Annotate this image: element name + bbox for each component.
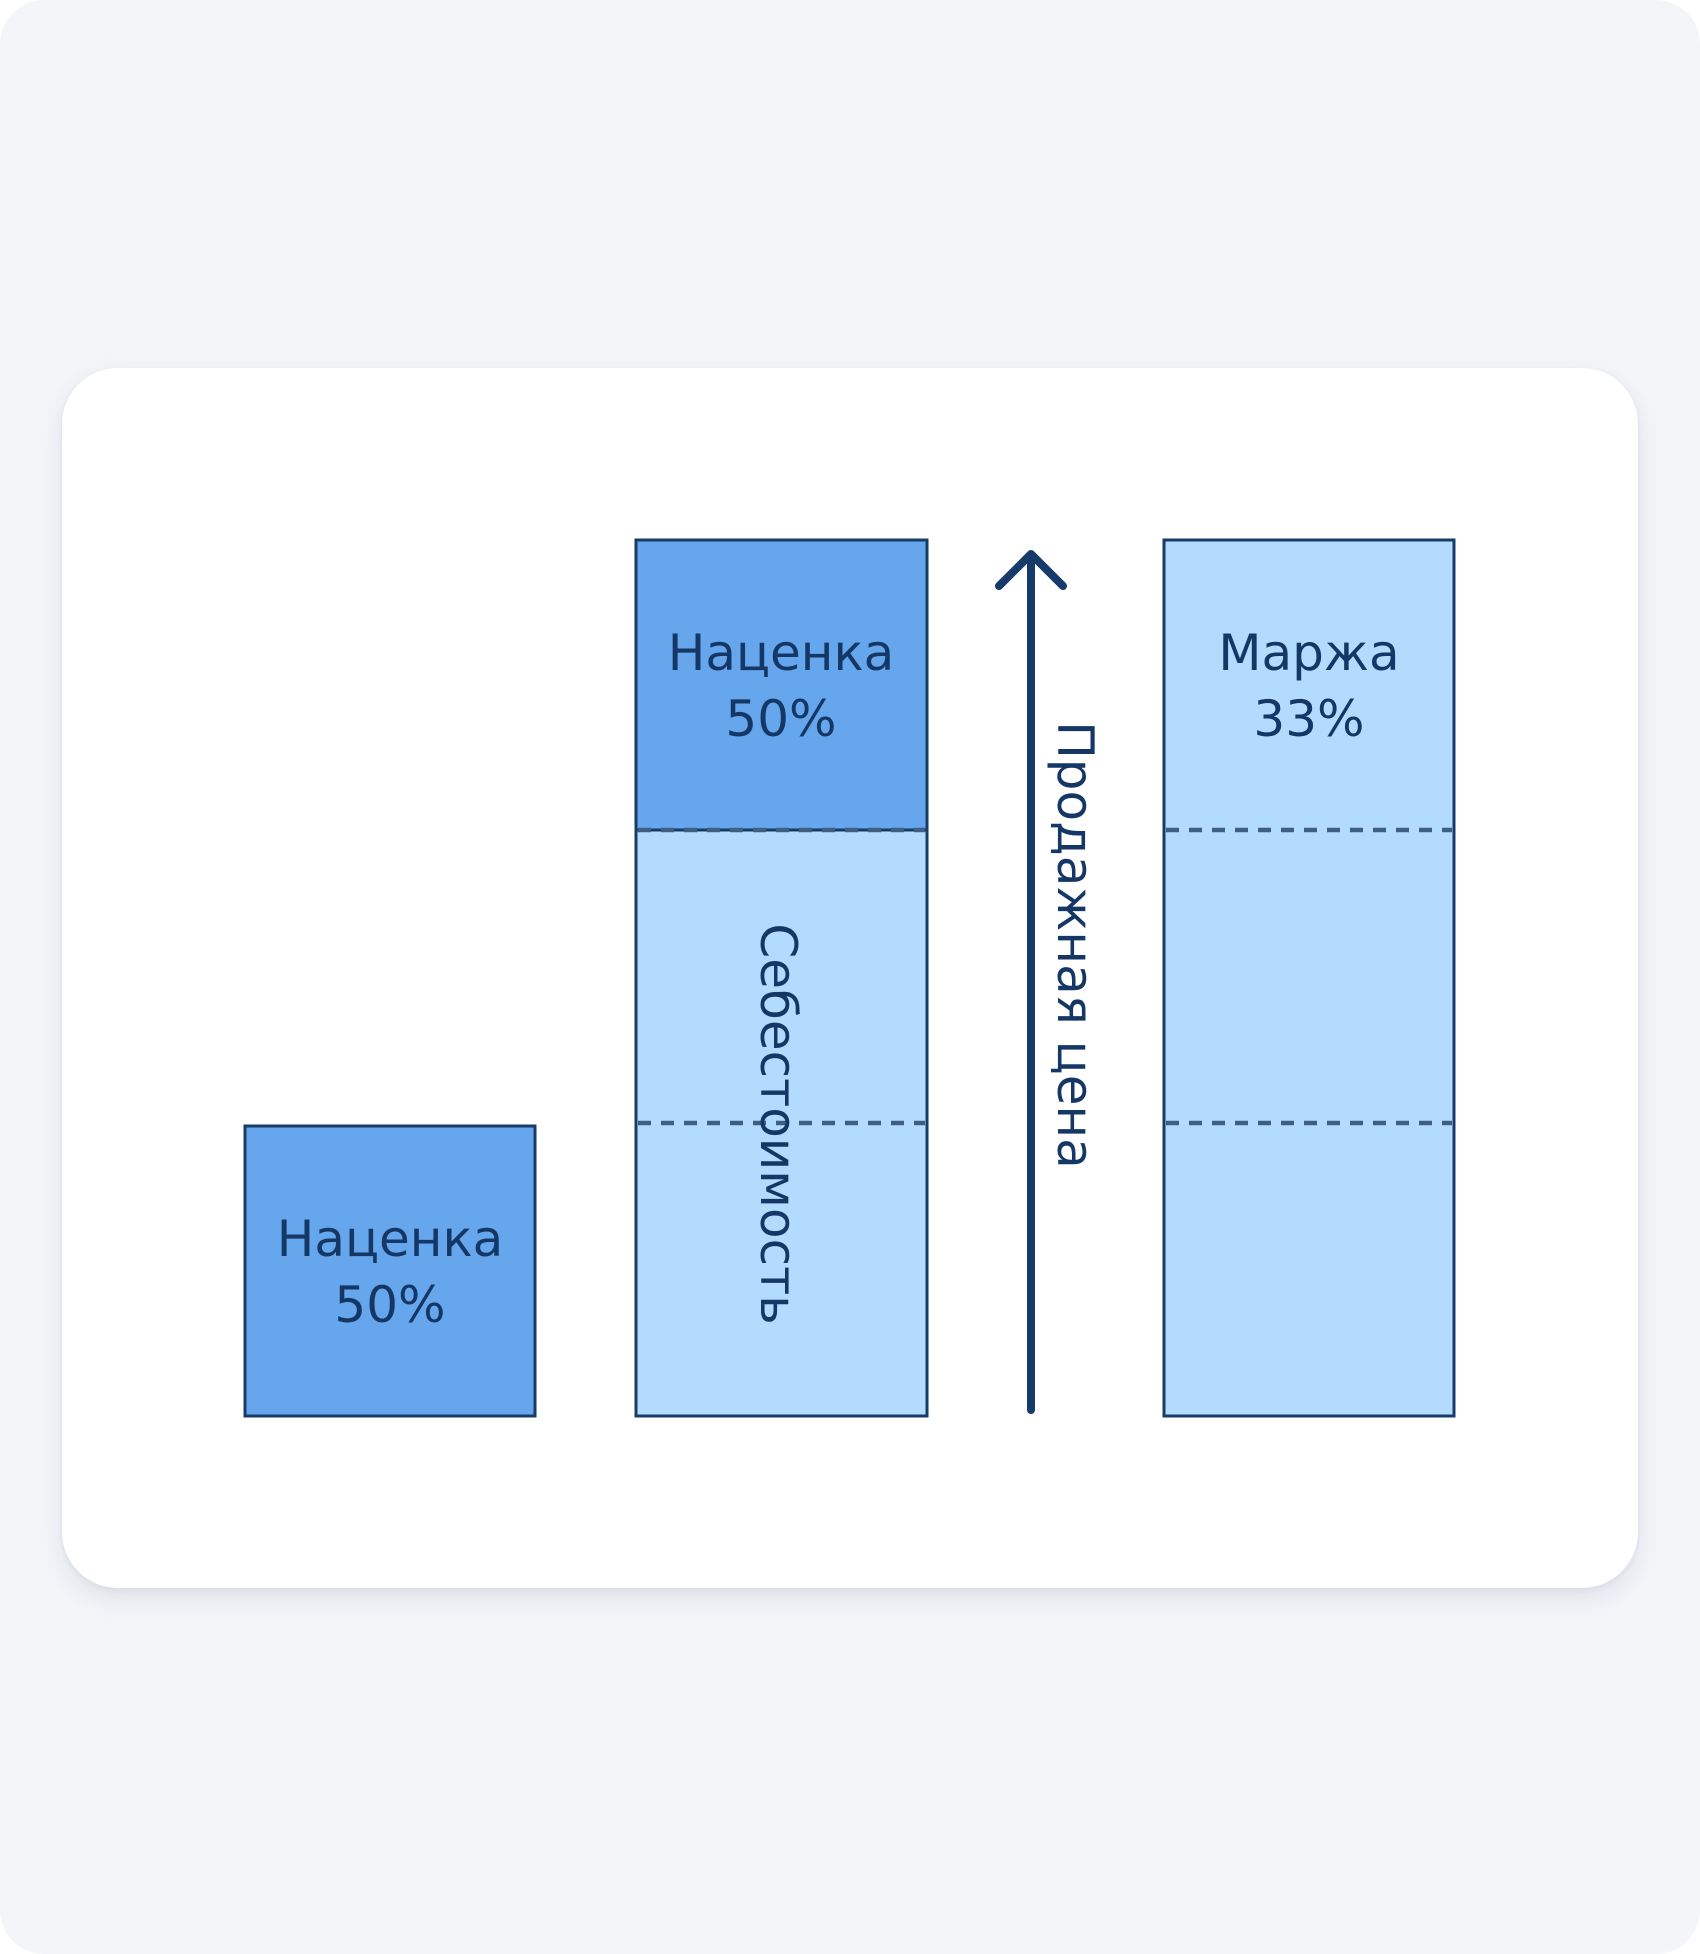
margin-column-value: 33% bbox=[1253, 690, 1364, 748]
markup-block-value: 50% bbox=[334, 1276, 445, 1334]
markup-block-title: Наценка bbox=[277, 1210, 504, 1268]
price-column: Наценка 50% Себестоимость bbox=[634, 538, 929, 1418]
price-column-markup-title: Наценка bbox=[668, 624, 895, 682]
price-column-markup-segment bbox=[634, 538, 929, 832]
arrow-head bbox=[995, 550, 1067, 590]
standalone-markup-block: Наценка 50% bbox=[243, 1124, 537, 1418]
margin-column-rect bbox=[1162, 538, 1456, 1418]
margin-column: Маржа 33% bbox=[1162, 538, 1456, 1418]
price-column-markup-value: 50% bbox=[725, 690, 836, 748]
markup-block-rect bbox=[243, 1124, 537, 1418]
margin-column-title: Маржа bbox=[1218, 624, 1399, 682]
arrow-label: Продажная цена bbox=[1046, 721, 1104, 1169]
selling-price-arrow: Продажная цена bbox=[995, 550, 1104, 1414]
price-column-cost-label: Себестоимость bbox=[749, 923, 807, 1324]
